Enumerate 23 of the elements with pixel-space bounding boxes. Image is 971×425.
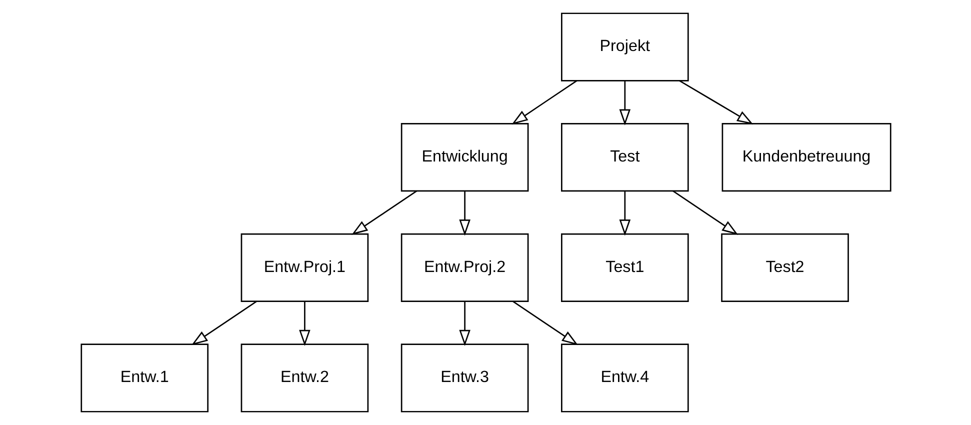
arrow	[511, 80, 577, 124]
arrow	[298, 301, 310, 346]
node-box: Test	[560, 123, 688, 192]
arrow	[190, 300, 257, 346]
node-box: Projekt	[560, 12, 688, 82]
arrow	[458, 190, 470, 236]
arrow	[351, 190, 417, 235]
node-box: Entw.2	[240, 344, 368, 412]
node-box: Entw.Proj.1	[240, 233, 368, 302]
arrow	[512, 300, 578, 346]
node-box: Entw.1	[80, 344, 208, 412]
node-box: Kundenbetreuung	[721, 123, 891, 192]
node-box: Entwicklung	[400, 123, 528, 192]
arrow	[618, 80, 630, 126]
arrow	[618, 190, 630, 236]
node-box: Entw.3	[400, 344, 528, 412]
arrow	[678, 80, 753, 124]
arrow	[672, 190, 738, 235]
arrow	[458, 301, 470, 346]
node-box: Entw.Proj.2	[400, 233, 528, 302]
node-box: Test2	[720, 233, 848, 302]
node-box: Test1	[560, 233, 688, 302]
node-box: Entw.4	[560, 344, 688, 412]
